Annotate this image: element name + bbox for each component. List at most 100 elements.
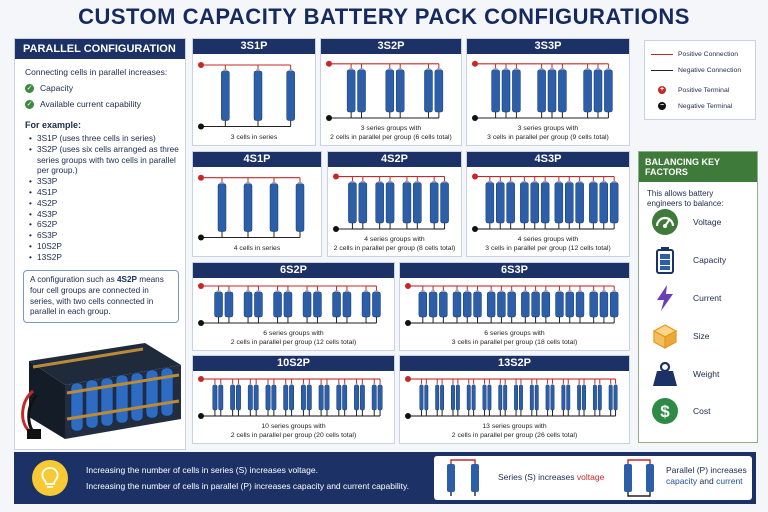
- battery-cell: [531, 291, 540, 318]
- battery-cell: [247, 384, 253, 411]
- check-icon: ✓: [25, 99, 34, 109]
- battery-cell: [486, 291, 496, 318]
- battery-cell: [286, 70, 295, 121]
- positive-terminal-icon: [472, 173, 478, 180]
- battery-cell: [271, 384, 277, 411]
- cell-cap: [420, 383, 423, 386]
- battery-cell: [575, 182, 584, 224]
- positive-terminal-icon: [198, 283, 204, 289]
- cell-cap: [585, 68, 590, 70]
- config-caption: 3 cells in parallel per group (12 cells …: [485, 244, 611, 252]
- cell-cap: [364, 290, 369, 293]
- cell-cap: [515, 383, 517, 386]
- config-title: 3S2P: [321, 39, 461, 54]
- battery-cell: [385, 69, 395, 113]
- lightning-icon: [651, 284, 679, 312]
- cell-cap: [320, 383, 323, 386]
- cell-cap: [498, 181, 503, 183]
- configuration-note: A configuration such as 4S2P means four …: [23, 270, 179, 324]
- series-mini-diagram: [447, 459, 479, 496]
- battery-cell: [402, 182, 412, 224]
- negative-terminal-icon: [198, 413, 204, 419]
- benefit-current: ✓ Available current capability: [15, 96, 185, 112]
- battery-cell: [313, 291, 322, 318]
- battery-cell: [520, 182, 529, 224]
- config-diagram: [326, 60, 444, 121]
- factor-voltage: Voltage: [651, 208, 721, 236]
- battery-cell: [269, 183, 279, 232]
- positive-terminal-icon: [333, 173, 339, 180]
- negative-terminal-icon: −: [658, 102, 666, 110]
- battery-cell: [358, 182, 368, 224]
- battery-cell: [289, 384, 295, 411]
- config-caption: 6 series groups with: [263, 330, 324, 337]
- battery-cell: [482, 384, 487, 411]
- positive-terminal-icon: [405, 376, 411, 382]
- battery-cell: [565, 182, 574, 224]
- battery-cell: [566, 384, 571, 411]
- config-diagram: [472, 60, 613, 121]
- parallel-intro: Connecting cells in parallel increases:: [25, 67, 168, 77]
- example-list: 3S1P (uses three cells in series) 3S2P (…: [15, 133, 185, 262]
- negative-terminal-icon: [326, 115, 332, 121]
- cell-cap: [374, 290, 379, 293]
- example-item: 3S2P (uses six cells arranged as three s…: [29, 144, 179, 176]
- battery-cell: [583, 69, 592, 113]
- example-heading: For example:: [25, 120, 82, 131]
- battery-cell: [395, 69, 405, 113]
- positive-terminal-icon: +: [658, 86, 666, 94]
- cell-cap: [337, 383, 340, 386]
- cell-cap: [543, 290, 548, 293]
- cell-cap: [556, 181, 561, 183]
- cell-cap: [504, 68, 508, 70]
- config-title: 3S1P: [193, 39, 315, 54]
- config-caption: 6 series groups with: [484, 330, 545, 337]
- series-key-label: Series (S) increases voltage: [498, 472, 604, 483]
- cell-cap: [213, 383, 217, 386]
- battery-cell: [221, 70, 230, 121]
- factor-label: Capacity: [693, 255, 727, 265]
- battery-cell: [577, 384, 582, 411]
- dollar-icon: $: [651, 397, 679, 425]
- battery-cell: [530, 182, 539, 224]
- cell-cap: [598, 383, 601, 386]
- battery-cell: [243, 291, 253, 318]
- lightbulb-icon: [32, 460, 68, 496]
- config-caption: 3 series groups with: [517, 125, 579, 132]
- cell-cap: [361, 383, 364, 386]
- cell-cap: [441, 383, 443, 386]
- parallel-panel-header: PARALLEL CONFIGURATION: [15, 39, 185, 59]
- cell-cap: [359, 68, 364, 70]
- battery-cell: [455, 384, 460, 411]
- battery-cell: [547, 69, 557, 113]
- battery-cell: [236, 384, 241, 411]
- cell-cap: [546, 383, 549, 386]
- cell-cap: [272, 383, 275, 386]
- cell-cap: [514, 68, 519, 70]
- config-title: 4S1P: [193, 152, 321, 167]
- cell-cap: [472, 383, 475, 386]
- battery-cell: [565, 291, 574, 318]
- battery-cell: [218, 384, 224, 411]
- cell-cap: [285, 290, 290, 293]
- example-item: 6S3P: [29, 230, 179, 241]
- cell-cap: [499, 290, 504, 293]
- cell-cap: [432, 181, 437, 183]
- battery-cell: [283, 384, 289, 411]
- cell-cap: [343, 383, 346, 386]
- config-caption: 2 cells in parallel per group (6 cells t…: [330, 133, 452, 141]
- cell-cap: [489, 290, 494, 293]
- series-parallel-key: Series (S) increases voltage Parallel (P…: [434, 456, 752, 500]
- cell-cap: [601, 290, 606, 293]
- example-item: 3S3P: [29, 176, 179, 187]
- cell-cap: [219, 383, 222, 386]
- cell-cap: [535, 383, 538, 386]
- cell-cap: [315, 290, 320, 293]
- factor-size: Size: [651, 322, 710, 350]
- cell-cap: [226, 290, 231, 293]
- battery-cell: [514, 384, 519, 411]
- parallel-key-and: and: [697, 476, 717, 487]
